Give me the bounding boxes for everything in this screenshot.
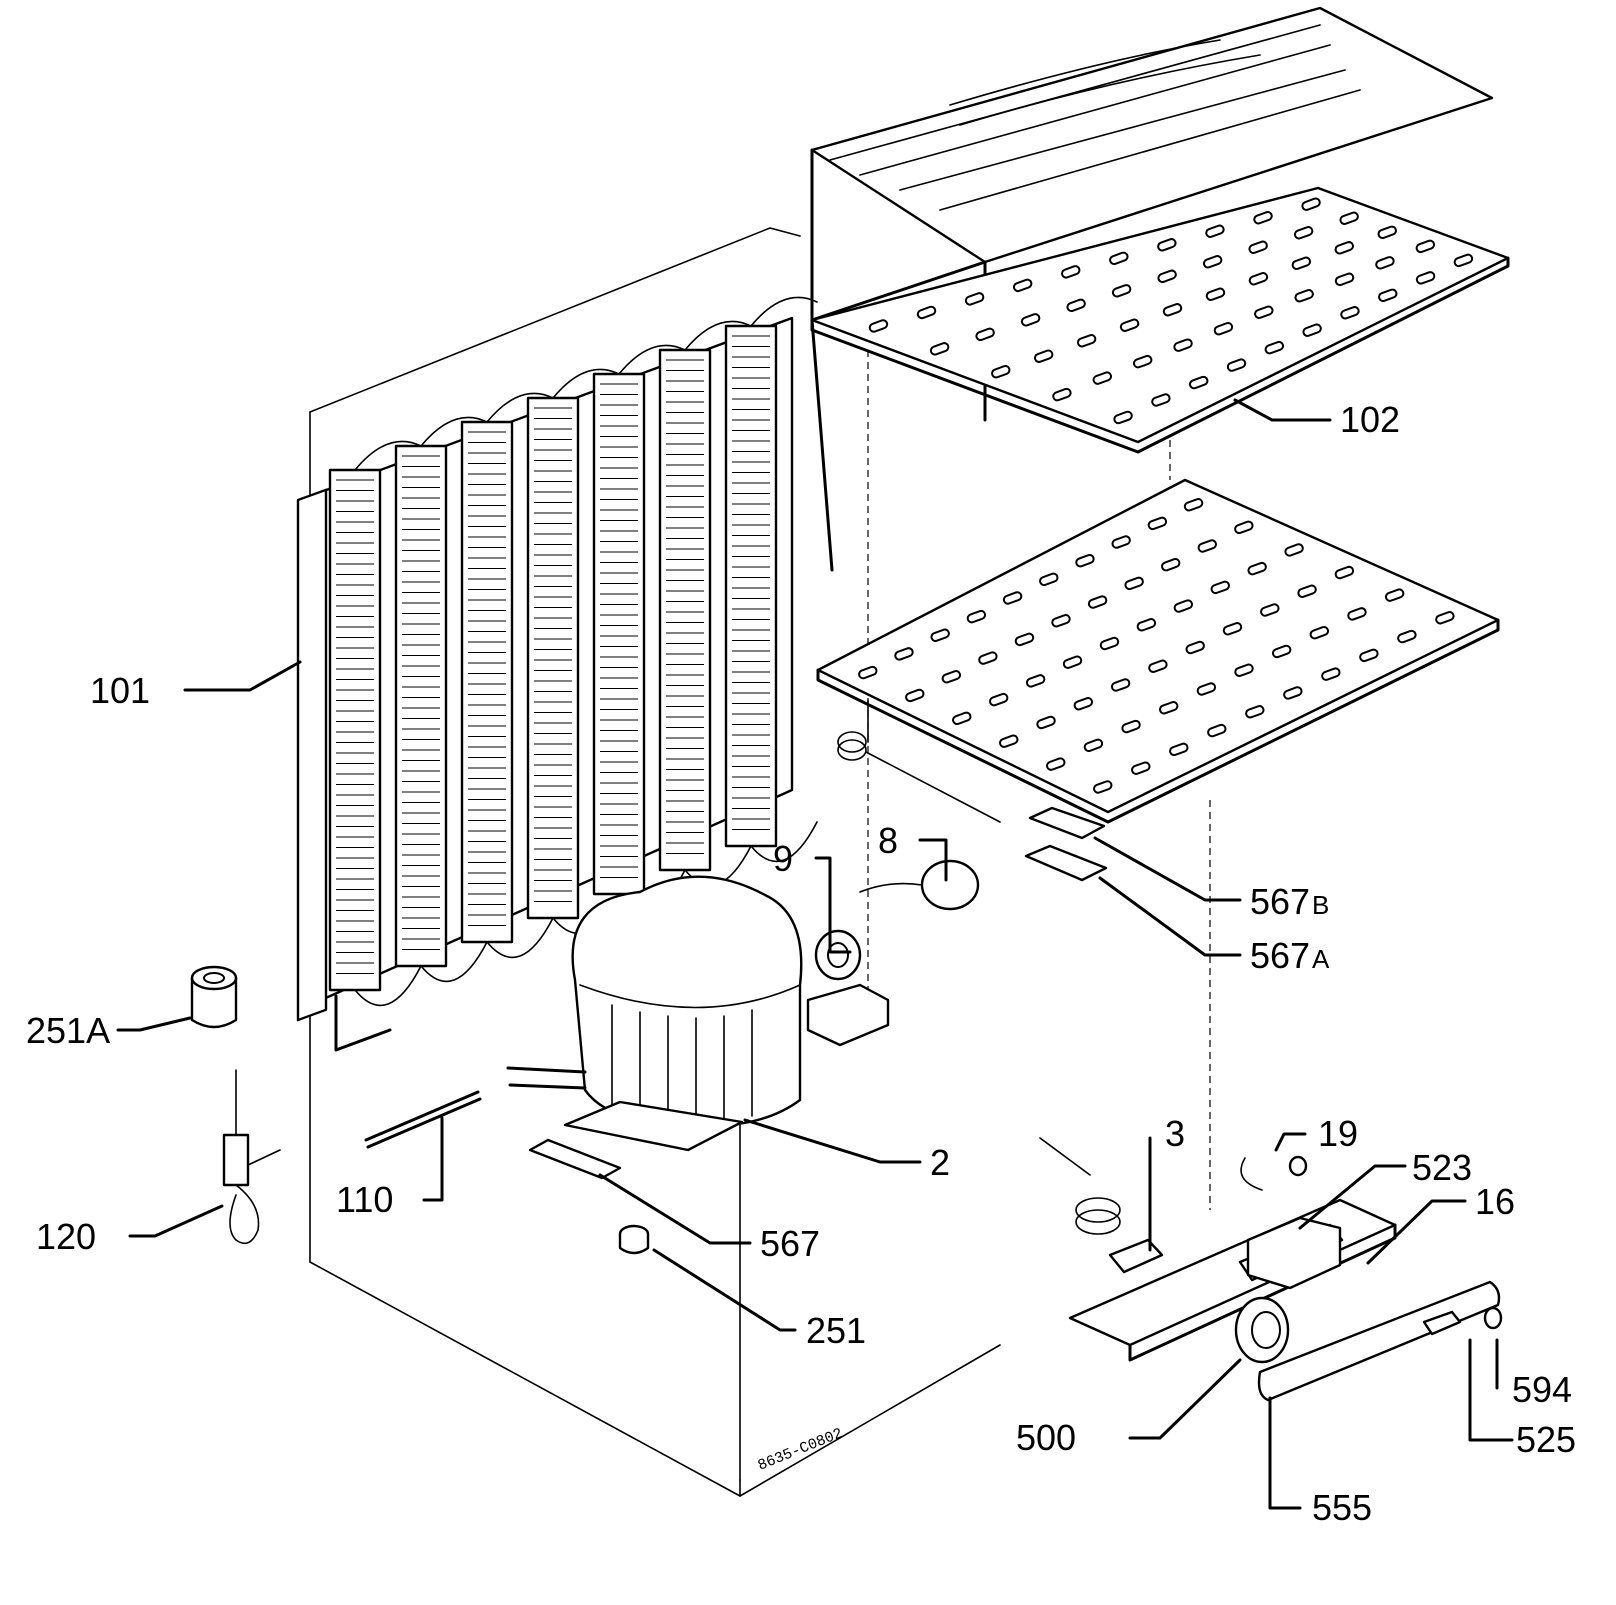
label-102: 102 (1340, 399, 1400, 440)
bracket-567b (1028, 806, 1106, 840)
thermostat-3 (1039, 1137, 1164, 1274)
label-120: 120 (36, 1216, 96, 1257)
label-567a-suffix: A (1312, 944, 1330, 974)
label-2: 2 (930, 1142, 950, 1183)
label-3: 3 (1165, 1113, 1185, 1154)
bracket-567a (1024, 844, 1108, 882)
label-594: 594 (1512, 1369, 1572, 1410)
label-525: 525 (1516, 1419, 1576, 1460)
tube-110 (364, 1090, 482, 1149)
label-567: 567 (760, 1223, 820, 1264)
label-101: 101 (90, 670, 150, 711)
label-567b-suffix: B (1312, 890, 1329, 920)
lens-594 (1483, 1306, 1503, 1330)
label-8: 8 (878, 820, 898, 861)
label-500: 500 (1016, 1417, 1076, 1458)
label-19: 19 (1318, 1113, 1358, 1154)
label-9: 9 (773, 838, 793, 879)
label-16: 16 (1475, 1181, 1515, 1222)
leader-lines (116, 398, 1514, 1510)
lamp-19 (1240, 1155, 1308, 1191)
control-panel-555 (1257, 1280, 1501, 1402)
label-251: 251 (806, 1310, 866, 1351)
label-567b: 567 (1250, 881, 1310, 922)
overload-8 (859, 859, 980, 911)
label-251a: 251A (26, 1010, 110, 1051)
label-567a: 567 (1250, 935, 1310, 976)
grommet-251 (618, 1224, 650, 1255)
part-labels: 101 102 8 9 567 B 567 A 251A 2 110 120 5… (26, 399, 1576, 1528)
lamp-holder-523 (1246, 1216, 1342, 1290)
mounting-plate (528, 1138, 622, 1180)
shelf-102 (810, 186, 1510, 454)
condenser (296, 296, 818, 1052)
knob-500 (1234, 1296, 1290, 1364)
switch-525 (1422, 1310, 1462, 1336)
relay-9 (806, 929, 890, 1047)
capillary (837, 699, 1001, 823)
label-523: 523 (1412, 1147, 1472, 1188)
control-box (1068, 1198, 1397, 1362)
evaporator-top (810, 6, 1494, 572)
drier-120 (222, 1069, 281, 1245)
compressor (506, 875, 803, 1152)
label-110: 110 (336, 1179, 393, 1220)
drawing-code: 8635-C0802 (756, 1425, 846, 1474)
label-555: 555 (1312, 1487, 1372, 1528)
grommet-251a (190, 965, 238, 1029)
shelf-lower (816, 478, 1500, 824)
